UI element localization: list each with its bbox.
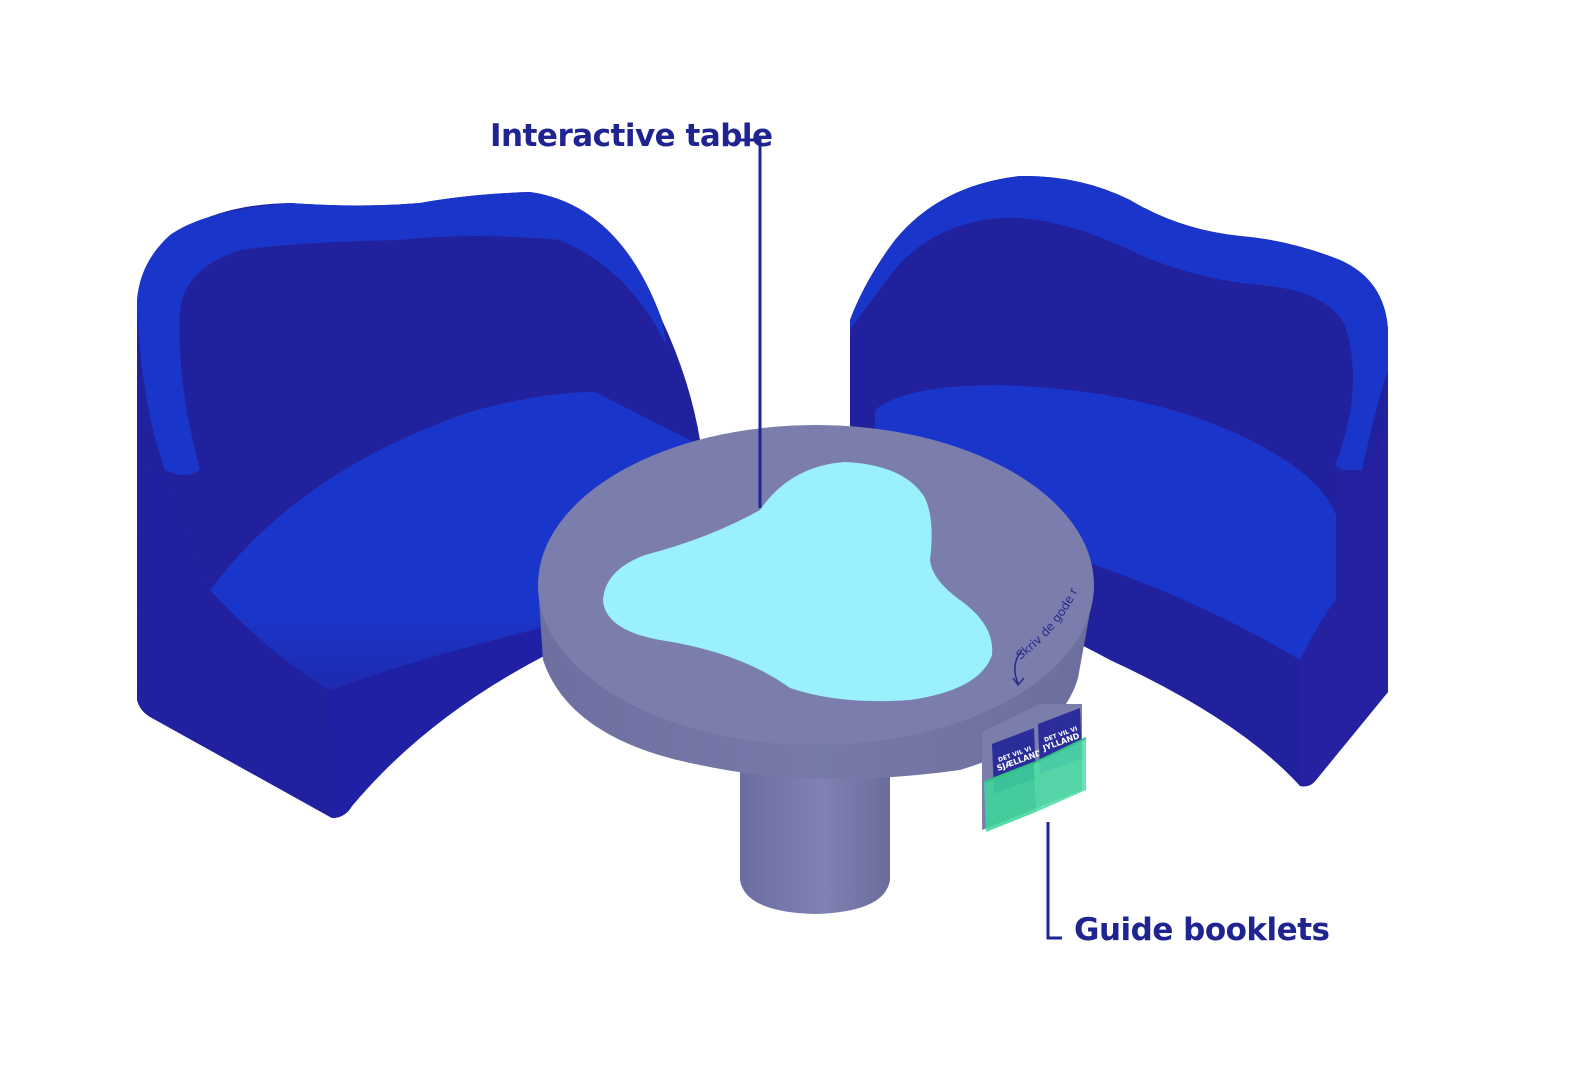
right-sofa-back-rim	[850, 175, 1388, 472]
interactive-table-callout-line	[740, 138, 762, 508]
guide-booklets-callout-line	[1046, 822, 1062, 940]
inscription-arrow-icon	[1012, 649, 1025, 687]
right-sofa	[850, 175, 1388, 787]
booklet-pocket-edge	[983, 737, 1087, 783]
booklet-pocket	[984, 762, 1036, 832]
right-sofa-side	[1300, 430, 1388, 787]
left-sofa-side	[137, 470, 332, 818]
left-sofa-back-rim	[137, 192, 666, 475]
table-screen	[603, 462, 993, 702]
left-sofa-seat-front	[330, 592, 700, 818]
guide-booklets-holder: DET VIL VI SJÆLLAND DET VIL VI JYLLAND	[982, 704, 1087, 832]
table-pillar	[740, 760, 890, 914]
guide-booklets-label: Guide booklets	[1074, 912, 1330, 948]
right-sofa-seat	[875, 385, 1336, 660]
interactive-table-label: Interactive table	[490, 118, 773, 154]
